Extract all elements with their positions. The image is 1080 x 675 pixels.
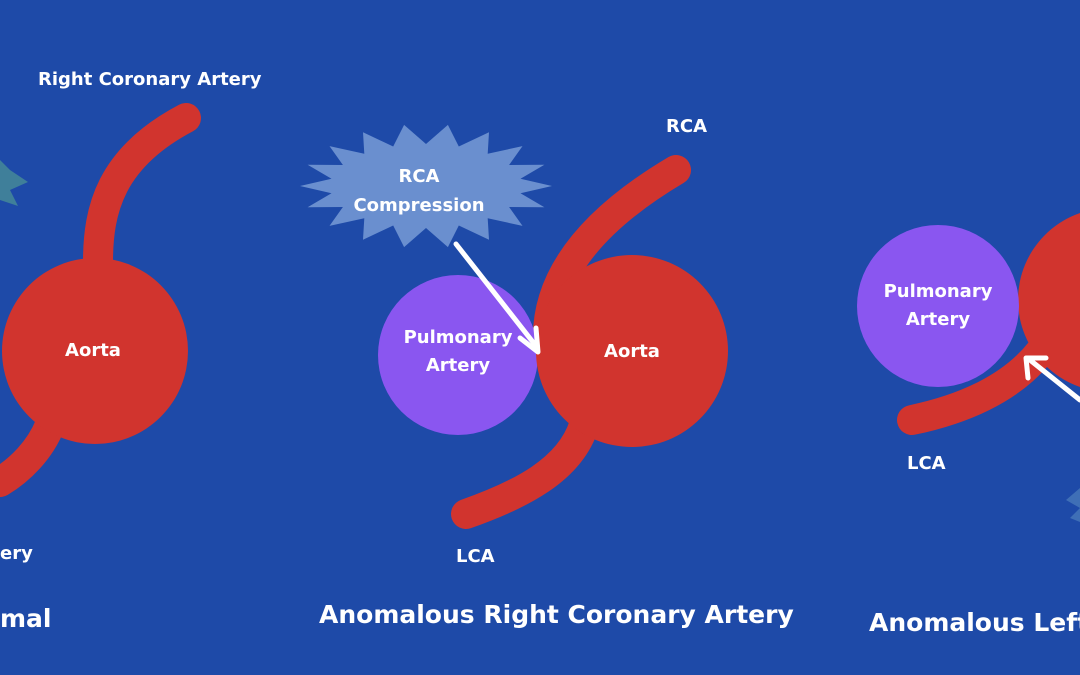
anomalous-rca-rca-label: RCA — [666, 116, 708, 137]
normal-lca-vessel — [0, 410, 65, 497]
normal-lca-label: ery — [0, 543, 33, 564]
anomalous-rca-pulmonary-label: Pulmonary Artery — [403, 327, 513, 376]
anomalous-lca-lca-label: LCA — [907, 453, 946, 474]
normal-compression-burst — [0, 160, 28, 206]
compression-arrow — [453, 241, 541, 355]
anomalous-lca-burst-fragment — [1066, 488, 1080, 522]
normal-panel-title: mal — [0, 604, 52, 633]
anomalous-rca-panel-title: Anomalous Right Coronary Artery — [319, 600, 794, 629]
rca-compression-label: RCA Compression — [353, 166, 485, 216]
anomalous-rca-lca-label: LCA — [456, 546, 495, 567]
anomalous-lca-aorta-circle — [1018, 213, 1080, 387]
rca-compression-burst — [300, 124, 552, 248]
normal-rca-vessel — [83, 103, 201, 277]
anomalous-lca-pulmonary-label: Pulmonary Artery — [883, 281, 993, 330]
anomalous-lca-pulmonary-circle — [857, 225, 1019, 387]
anomalous-rca-pulmonary-circle — [378, 275, 538, 435]
normal-aorta-circle — [2, 258, 188, 444]
normal-rca-label: Right Coronary Artery — [38, 69, 262, 90]
normal-aorta-label: Aorta — [65, 340, 121, 361]
anomalous-lca-arrow — [1023, 355, 1080, 403]
anomalous-rca-lca-vessel — [451, 410, 599, 529]
anomalous-rca-aorta-label: Aorta — [604, 341, 660, 362]
anomalous-lca-panel-title: Anomalous Left — [869, 608, 1080, 637]
anomalous-rca-aorta-circle — [536, 255, 728, 447]
